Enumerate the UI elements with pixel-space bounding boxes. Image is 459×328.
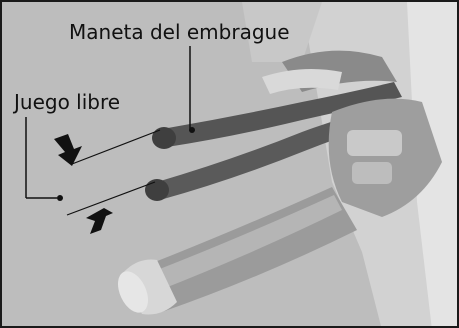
clutch-lever-label: Maneta del embrague: [69, 22, 290, 42]
clutch-leader-dot: [189, 127, 195, 133]
free-play-label: Juego libre: [14, 92, 120, 112]
play-leader-dot: [57, 195, 63, 201]
